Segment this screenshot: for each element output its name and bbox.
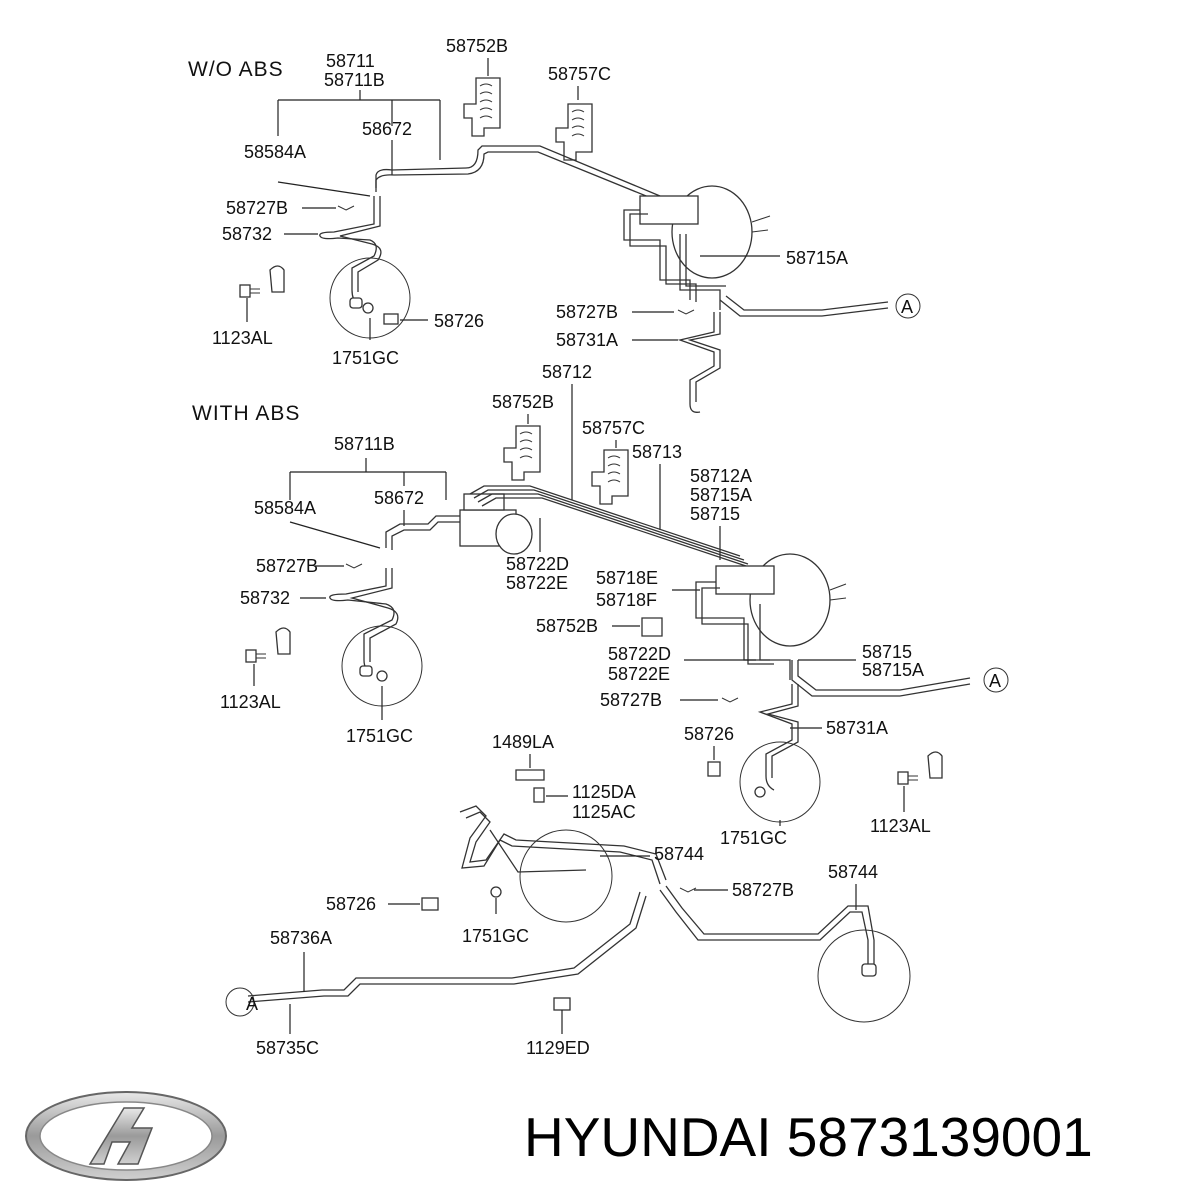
label-58713: 58713 — [632, 442, 682, 462]
label-58711B: 58711B — [324, 70, 385, 90]
label-A-rear: A — [246, 994, 258, 1014]
label-1123AL: 1123AL — [212, 328, 273, 348]
section-title-without-abs: W/O ABS — [188, 58, 284, 81]
section-with-abs: WITH ABS 58712 58752B 58757C 58713 58711… — [192, 362, 1009, 823]
label-58726-c: 58726 — [326, 894, 376, 914]
brake-disc-rear-right — [817, 929, 911, 1023]
label-58715A-b-top: 58715A — [690, 485, 752, 505]
abs-modulator — [459, 493, 533, 555]
label-58718E: 58718E — [596, 568, 658, 588]
label-1751GC-b: 1751GC — [346, 726, 413, 746]
brake-disc-abs-right — [739, 741, 821, 823]
connector-A-abs — [983, 667, 1009, 693]
label-58727B-2: 58727B — [556, 302, 618, 322]
label-58732: 58732 — [222, 224, 272, 244]
label-1751GC: 1751GC — [332, 348, 399, 368]
label-58757C-b: 58757C — [582, 418, 645, 438]
label-58722D: 58722D — [506, 554, 569, 574]
clip-58752B-b — [503, 425, 541, 481]
bolt-1123AL-c — [897, 751, 943, 785]
label-58757C: 58757C — [548, 64, 611, 84]
clip-58752B — [463, 77, 501, 137]
label-58726: 58726 — [434, 311, 484, 331]
label-58711: 58711 — [326, 51, 375, 71]
label-1125AC: 1125AC — [572, 802, 636, 822]
label-58727B: 58727B — [226, 198, 288, 218]
label-1125DA: 1125DA — [572, 782, 636, 802]
brand-part-number: HYUNDAI 5873139001 — [524, 1106, 1093, 1168]
brake-disc-rear-left — [519, 829, 613, 923]
label-58752B-b: 58752B — [492, 392, 554, 412]
label-58722D-b2: 58722D — [608, 644, 671, 664]
connector-A-top — [895, 293, 921, 319]
brake-booster-top — [623, 185, 771, 310]
label-58711B-b: 58711B — [334, 434, 395, 454]
hyundai-logo-icon — [25, 1091, 227, 1181]
label-58722E-b2: 58722E — [608, 664, 670, 684]
label-58726-b: 58726 — [684, 724, 734, 744]
label-1751GC-c: 1751GC — [462, 926, 529, 946]
label-58715A-b: 58715A — [862, 660, 924, 680]
label-1489LA: 1489LA — [492, 732, 554, 752]
label-58727B-b: 58727B — [256, 556, 318, 576]
label-1129ED: 1129ED — [526, 1038, 590, 1058]
bolt-1123AL — [239, 265, 285, 298]
label-58727B-b2: 58727B — [600, 690, 662, 710]
label-58732-b: 58732 — [240, 588, 290, 608]
section-without-abs: W/O ABS 58711 58711B 58752B 58757C 58672… — [188, 36, 921, 413]
label-58718F: 58718F — [596, 590, 657, 610]
clip-58757C-b — [591, 449, 629, 505]
connector-A-rear — [225, 987, 255, 1017]
section-rear-lines: 1489LA 1125DA 1125AC 1123AL 1751GC 58744… — [225, 732, 943, 1058]
bolt-1123AL-b — [245, 627, 291, 663]
label-A-abs: A — [989, 671, 1001, 691]
label-1751GC-c-right: 1751GC — [720, 828, 787, 848]
label-58715-b: 58715 — [862, 642, 912, 662]
label-58672-b: 58672 — [374, 488, 424, 508]
label-58727B-c: 58727B — [732, 880, 794, 900]
label-58752B: 58752B — [446, 36, 508, 56]
label-58584A-b: 58584A — [254, 498, 316, 518]
label-58735C: 58735C — [256, 1038, 319, 1058]
section-title-with-abs: WITH ABS — [192, 402, 300, 425]
brake-booster-abs — [695, 553, 847, 680]
label-58744-right: 58744 — [828, 862, 878, 882]
label-58722E: 58722E — [506, 573, 568, 593]
label-58712: 58712 — [542, 362, 592, 382]
label-58744-mid: 58744 — [654, 844, 704, 864]
label-58731A-b: 58731A — [826, 718, 888, 738]
label-58736A: 58736A — [270, 928, 332, 948]
label-58752B-b2: 58752B — [536, 616, 598, 636]
label-58672: 58672 — [362, 119, 412, 139]
label-1123AL-b: 1123AL — [220, 692, 281, 712]
label-58712A: 58712A — [690, 466, 752, 486]
label-58715A: 58715A — [786, 248, 848, 268]
label-58584A: 58584A — [244, 142, 306, 162]
label-1123AL-c: 1123AL — [870, 816, 931, 836]
clip-58757C — [555, 103, 593, 161]
label-58731A: 58731A — [556, 330, 618, 350]
label-A-top: A — [901, 297, 913, 317]
label-58715-b-top: 58715 — [690, 504, 740, 524]
